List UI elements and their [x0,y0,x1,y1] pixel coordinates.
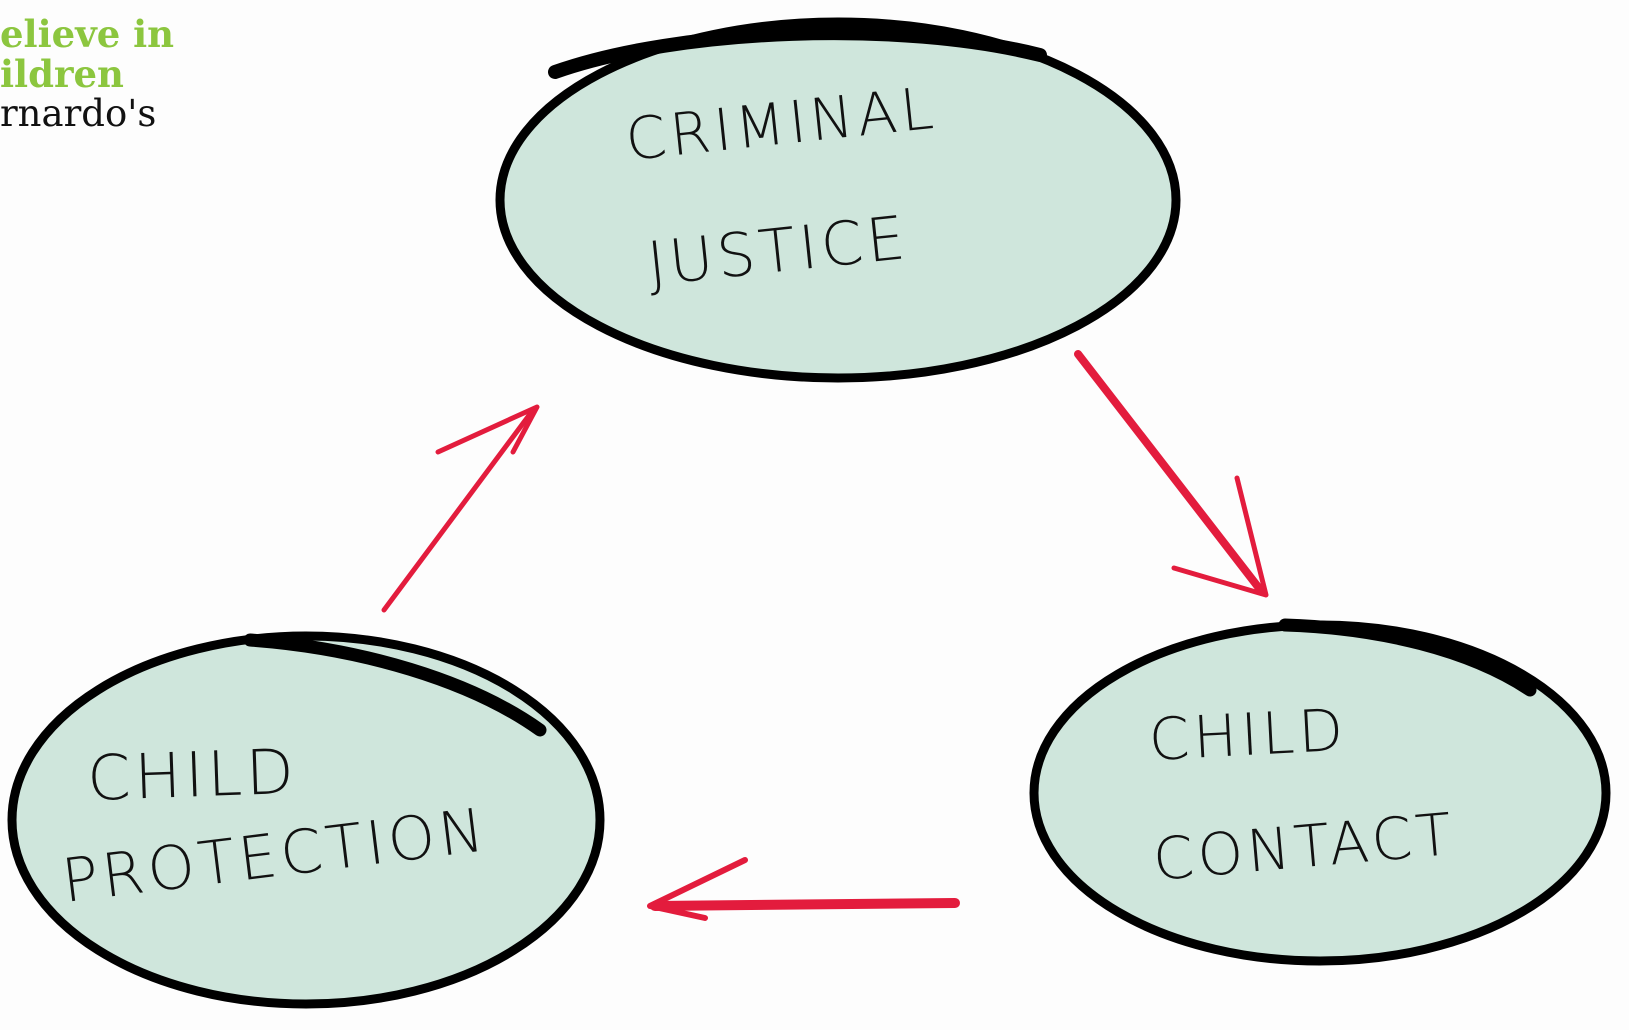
arrow-child-contact-to-child-protection [647,857,960,921]
arrow-shaft [1074,350,1266,596]
arrow-head [1171,475,1269,598]
logo-wordmark: rnardo's [0,92,157,135]
node-child-protection-shape [7,631,605,1009]
node-criminal-justice: CRIMINAL JUSTICE [495,17,1181,383]
arrow-shaft [650,898,960,911]
arrow-criminal-justice-to-child-contact [1074,350,1269,598]
arrow-shaft [381,407,536,613]
node-criminal-justice-stroke [548,26,1047,79]
node-child-protection-stroke [243,633,547,737]
logo-tagline-line2: ildren [0,52,124,96]
node-child-protection: CHILD PROTECTION [7,631,605,1009]
barnardos-logo: elieve in ildren rnardo's [0,14,174,134]
node-child-contact: CHILD CONTACT [1029,618,1611,966]
node-child-contact-stroke [1278,618,1537,697]
node-criminal-justice-shape [495,17,1181,383]
logo-tagline-line1: elieve in [0,12,175,56]
node-child-protection-label-line1: CHILD [86,735,299,815]
arrow-head [647,857,748,921]
node-child-contact-shape [1029,620,1611,966]
arrow-head [435,404,540,455]
node-child-contact-label-line1: CHILD [1147,696,1348,774]
arrow-child-protection-to-criminal-justice [381,404,540,613]
